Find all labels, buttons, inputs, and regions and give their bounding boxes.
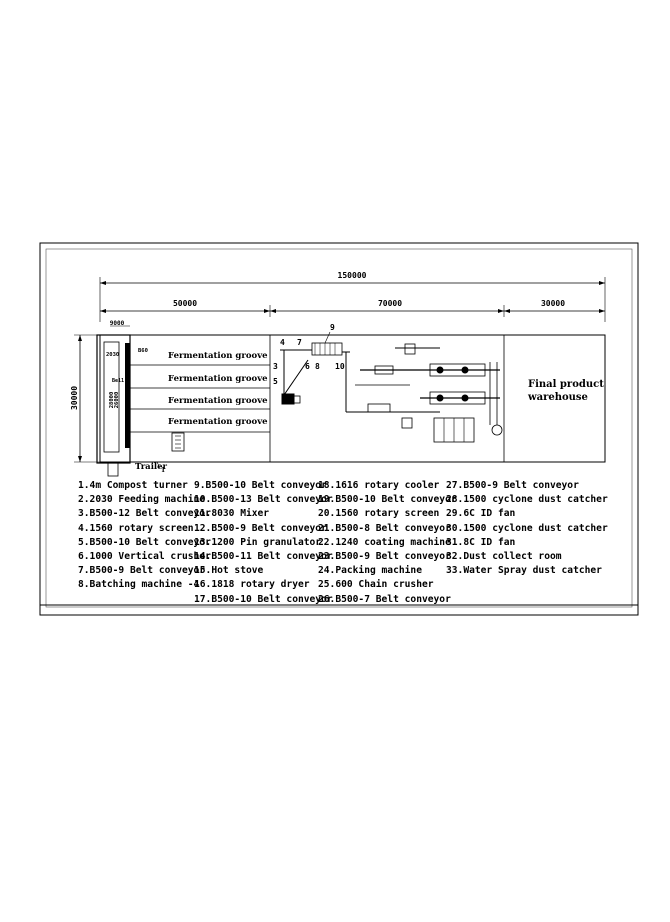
legend-column-3: 18.1616 rotary cooler 19.B500-10 Belt co…: [318, 479, 457, 607]
legend-item: 33.Water Spray dust catcher: [446, 565, 602, 577]
num-3: 3: [273, 362, 278, 371]
legend-item: 27.B500-9 Belt conveyor: [446, 480, 579, 491]
num-7: 7: [297, 338, 302, 347]
legend-item: 29.6C ID fan: [446, 508, 516, 520]
compost-turner-area: 9000 28000 26000 B60 2030 Be11: [96, 320, 148, 477]
warehouse-label: Final product warehouse: [528, 378, 604, 404]
num-10: 10: [335, 362, 345, 371]
legend-column-1: 1.4m Compost turner 2.2030 Feeding machi…: [78, 479, 211, 593]
dim-overall-text: 150000: [338, 271, 367, 280]
num-6: 6: [305, 362, 310, 371]
dim-inner-w: 9000: [110, 320, 125, 327]
legend-item: 22.1240 coating machine: [318, 536, 451, 548]
legend-item: 17.B500-10 Belt conveyor: [194, 593, 333, 605]
tag-left-top: 2030: [106, 352, 119, 358]
legend-item: 32.Dust collect room: [446, 550, 562, 562]
groove-label-4: Fermentation groove: [168, 417, 268, 427]
legend-item: 13.1200 Pin granulator: [194, 536, 322, 548]
legend-item: 11.8030 Mixer: [194, 508, 270, 520]
legend-item: 31.8C ID fan: [446, 536, 516, 548]
legend-item: 30.1500 cyclone dust catcher: [446, 522, 608, 534]
trailer-number: 1: [161, 467, 165, 474]
groove-label-3: Fermentation groove: [168, 396, 268, 406]
legend-item: 28.1500 cyclone dust catcher: [446, 494, 608, 506]
dimension-segments: 50000 70000 30000: [100, 299, 605, 317]
num-9: 9: [330, 323, 335, 332]
dim-height-text: 30000: [70, 386, 79, 410]
legend-item: 23.B500-9 Belt conveyor: [318, 550, 451, 562]
num-8: 8: [315, 362, 320, 371]
legend-item: 25.600 Chain crusher: [318, 579, 434, 591]
fermentation-grooves: Fermentation groove Fermentation groove …: [130, 351, 270, 452]
legend-column-4: 27.B500-9 Belt conveyor 28.1500 cyclone …: [446, 479, 608, 578]
legend-item: 7.B500-9 Belt conveyor: [78, 565, 206, 577]
legend-item: 21.B500-8 Belt conveyor: [318, 522, 451, 534]
tag-left-mid: Be11: [112, 378, 124, 384]
warehouse-line-2: warehouse: [528, 392, 588, 403]
num-4: 4: [280, 338, 285, 347]
dim-seg2-text: 70000: [378, 299, 402, 308]
trailer-label: Trailer: [135, 462, 168, 472]
dimension-overall: 150000: [99, 271, 606, 322]
num-5: 5: [273, 377, 278, 386]
legend-item: 8.Batching machine -4: [78, 579, 200, 591]
legend-item: 16.1818 rotary dryer: [194, 579, 310, 591]
dim-inner-h2: 26000: [114, 392, 120, 409]
plant-outline: [99, 334, 606, 463]
production-line: 9 4 7 3 5 6 8 10: [273, 323, 503, 443]
legend-item: 5.B500-10 Belt conveyor: [78, 536, 211, 548]
legend-item: 24.Packing machine: [318, 565, 422, 577]
legend-item: 12.B500-9 Belt conveyor: [194, 522, 327, 534]
dimension-height: 30000: [70, 334, 100, 463]
groove-label-1: Fermentation groove: [168, 351, 268, 361]
groove-label-2: Fermentation groove: [168, 374, 268, 384]
warehouse-line-1: Final product: [528, 379, 604, 390]
legend-item: 6.1000 Vertical crusher: [78, 550, 211, 562]
legend-column-2: 9.B500-10 Belt conveyor 10.B500-13 Belt …: [194, 479, 333, 607]
dim-seg3-text: 30000: [541, 299, 565, 308]
legend-item: 1.4m Compost turner: [78, 480, 188, 491]
legend-item: 3.B500-12 Belt conveyor: [78, 508, 211, 520]
legend-item: 26.B500-7 Belt conveyor: [318, 593, 451, 605]
outer-frame: [39, 242, 639, 616]
legend-item: 14.B500-11 Belt conveyor: [194, 550, 333, 562]
dim-seg1-text: 50000: [173, 299, 197, 308]
legend-item: 2.2030 Feeding machine: [78, 494, 206, 506]
legend-item: 10.B500-13 Belt conveyor: [194, 494, 333, 506]
legend-item: 19.B500-10 Belt conveyor: [318, 494, 457, 506]
legend-item: 15.Hot stove: [194, 565, 264, 577]
legend-item: 4.1560 rotary screen: [78, 522, 194, 534]
legend-item: 18.1616 rotary cooler: [318, 480, 440, 491]
inner-frame: [45, 248, 633, 608]
tag-left-small: B60: [138, 348, 148, 354]
legend-item: 20.1560 rotary screen: [318, 508, 440, 520]
legend-item: 9.B500-10 Belt conveyor: [194, 480, 327, 491]
dim-inner-h1: 28000: [109, 392, 115, 409]
